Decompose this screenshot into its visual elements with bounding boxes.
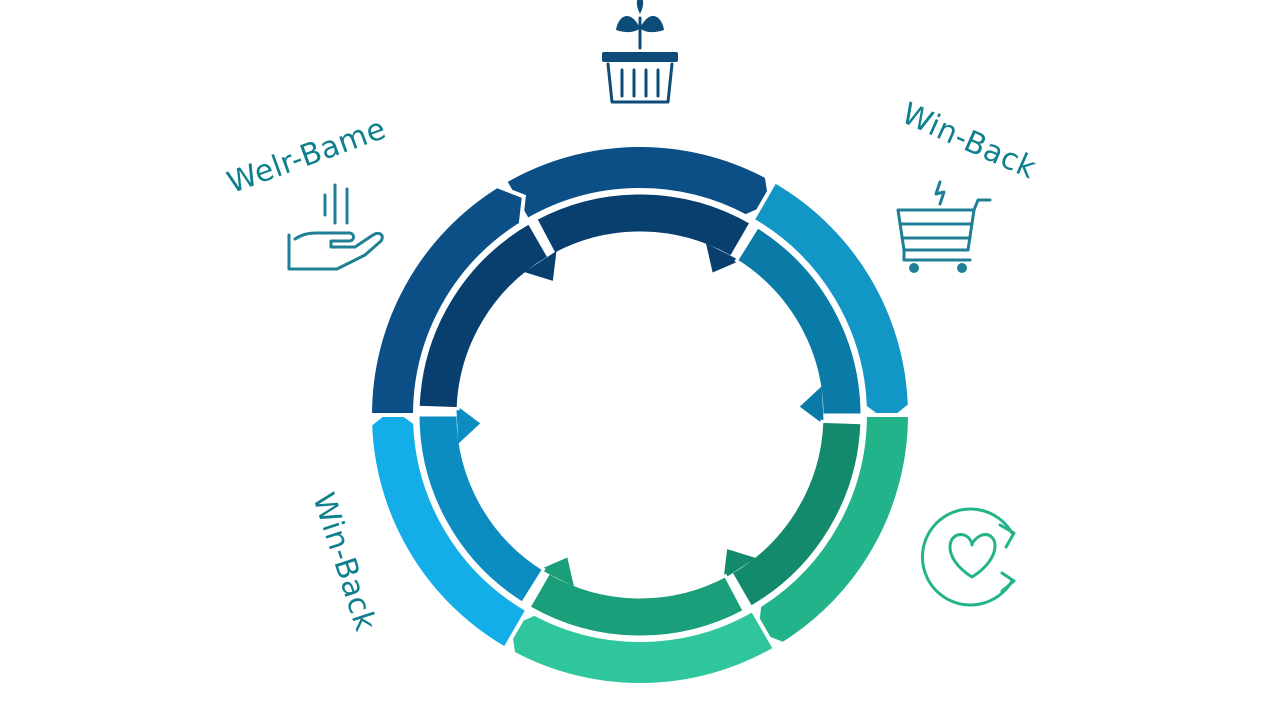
cycle-ring — [367, 143, 913, 687]
label-top-right: Win-Back — [896, 96, 1041, 186]
ring-segment-bottom-notch — [539, 557, 575, 587]
ring-segment-top-inner — [533, 191, 754, 260]
ring-segment-upper-left-inner — [416, 220, 552, 411]
ring-center — [480, 255, 800, 575]
label-top-left: Welr-Bame — [223, 111, 391, 201]
ring-segment-upper-right-inner — [734, 224, 864, 417]
ring-segment-upper-left-notch — [524, 251, 557, 281]
ring-segment-top-notch — [705, 243, 741, 273]
shopping-cart-icon — [896, 180, 992, 273]
ring-segment-lower-right-notch — [723, 549, 756, 579]
hand-offer-icon — [287, 183, 384, 271]
label-bottom-left: Win-Back — [305, 489, 382, 636]
ring-segment-lower-right-inner — [728, 419, 864, 610]
ring-segment-upper-left-outer — [367, 183, 526, 417]
ring-segment-upper-right-notch — [799, 386, 824, 425]
plant-basket-icon — [602, 0, 678, 104]
heart-refresh-icon — [920, 507, 1016, 607]
ring-segment-bottom-inner — [526, 570, 747, 639]
ring-segment-lower-left-notch — [456, 405, 481, 444]
ring-segment-lower-left-inner — [416, 413, 546, 606]
